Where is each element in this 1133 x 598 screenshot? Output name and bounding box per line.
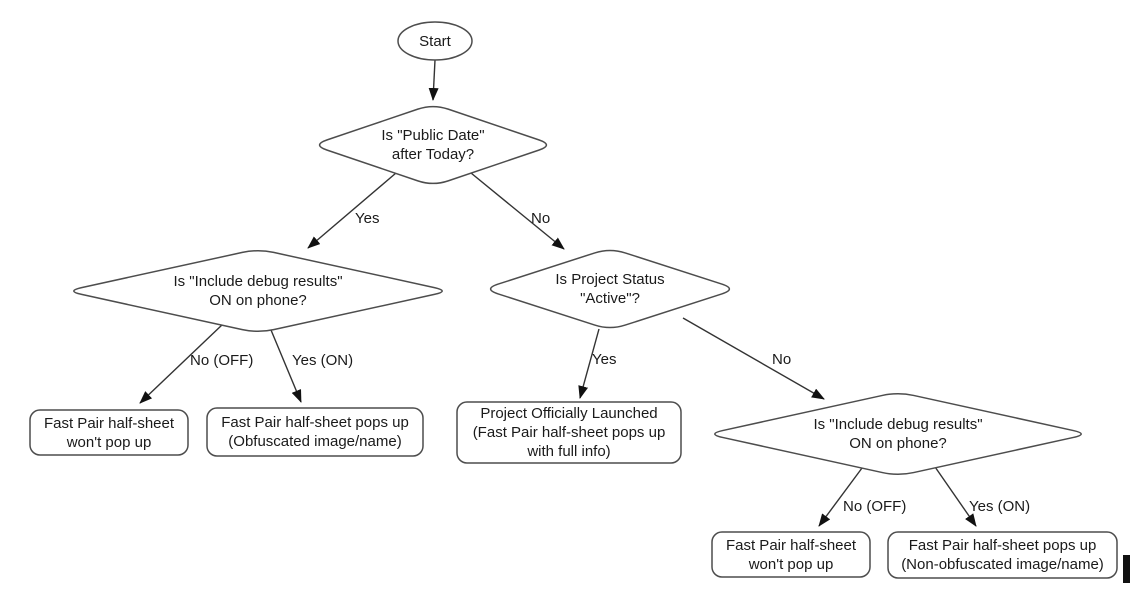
edge-label-project-status-no: No xyxy=(772,351,792,368)
edge-label-debug-right-yes: Yes (ON) xyxy=(969,498,1031,515)
edge-label-public-date-no: No xyxy=(531,210,551,227)
edge-label-project-status-yes: Yes xyxy=(592,351,617,368)
edge-public-date-no xyxy=(470,172,565,250)
edge-public-date-yes xyxy=(307,172,397,249)
result-launched-shape xyxy=(456,401,682,464)
decision-debug-left-shape xyxy=(73,249,443,333)
edge-debug-left-yes xyxy=(270,329,302,403)
edge-label-public-date-yes: Yes xyxy=(355,210,380,227)
edge-debug-right-no xyxy=(818,463,866,527)
decision-public-date-shape xyxy=(318,105,548,185)
edge-project-status-no xyxy=(682,317,825,400)
edge-label-debug-left-no: No (OFF) xyxy=(190,352,254,369)
edge-label-debug-right-no: No (OFF) xyxy=(843,498,907,515)
decision-project-status-shape xyxy=(489,249,731,329)
result-no-popup-left-shape xyxy=(29,409,189,456)
result-non-obfuscated-shape xyxy=(887,531,1118,579)
result-obfuscated-shape xyxy=(206,407,424,457)
result-no-popup-right-shape xyxy=(711,531,871,578)
edge-debug-left-no xyxy=(139,323,224,404)
edge-label-debug-left-yes: Yes (ON) xyxy=(292,352,354,369)
edge-debug-right-yes xyxy=(932,463,977,527)
edge-start-to-public-date xyxy=(428,59,439,101)
edge-project-status-yes xyxy=(578,328,600,399)
start-node-shape xyxy=(397,21,473,61)
text-cursor-artifact xyxy=(1123,555,1130,583)
decision-debug-right-shape xyxy=(714,392,1082,476)
